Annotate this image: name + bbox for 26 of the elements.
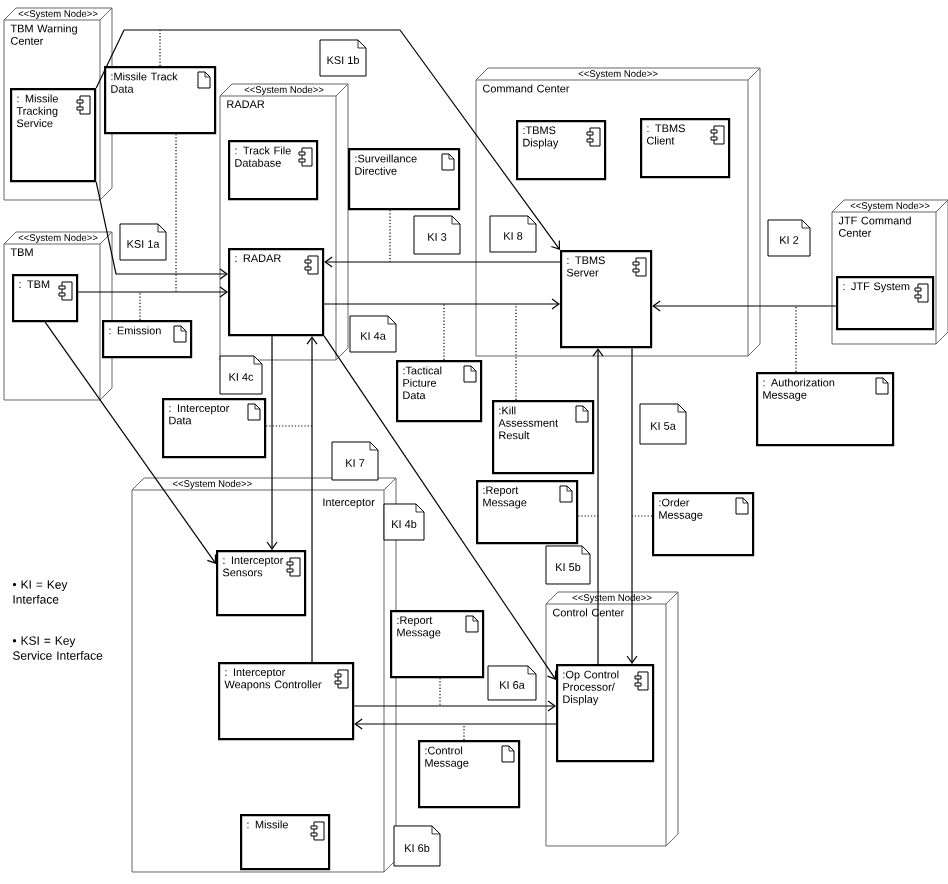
arrow: [306, 336, 318, 663]
arrow: [44, 321, 217, 564]
arrow: [95, 181, 228, 280]
dotted-line: [389, 209, 391, 263]
arrow: [323, 335, 557, 680]
arrow: [324, 256, 561, 268]
arrow: [266, 335, 278, 550]
arrow: [354, 718, 557, 730]
dotted-line: [795, 305, 797, 373]
arrow: [95, 29, 560, 250]
dotted-line: [631, 515, 653, 517]
arrow: [77, 286, 228, 298]
arrow: [592, 348, 604, 665]
arrow: [353, 700, 556, 712]
dotted-line: [463, 723, 465, 741]
dotted-line: [265, 425, 313, 427]
dotted-line: [139, 291, 141, 321]
dotted-line: [439, 677, 441, 707]
dotted-line: [577, 515, 599, 517]
arrow: [626, 347, 638, 664]
dotted-line: [443, 303, 445, 361]
dotted-line: [515, 303, 517, 401]
dotted-line: [175, 133, 177, 293]
dotted-line: [159, 29, 161, 67]
arrow: [323, 298, 560, 310]
arrow: [652, 300, 837, 312]
